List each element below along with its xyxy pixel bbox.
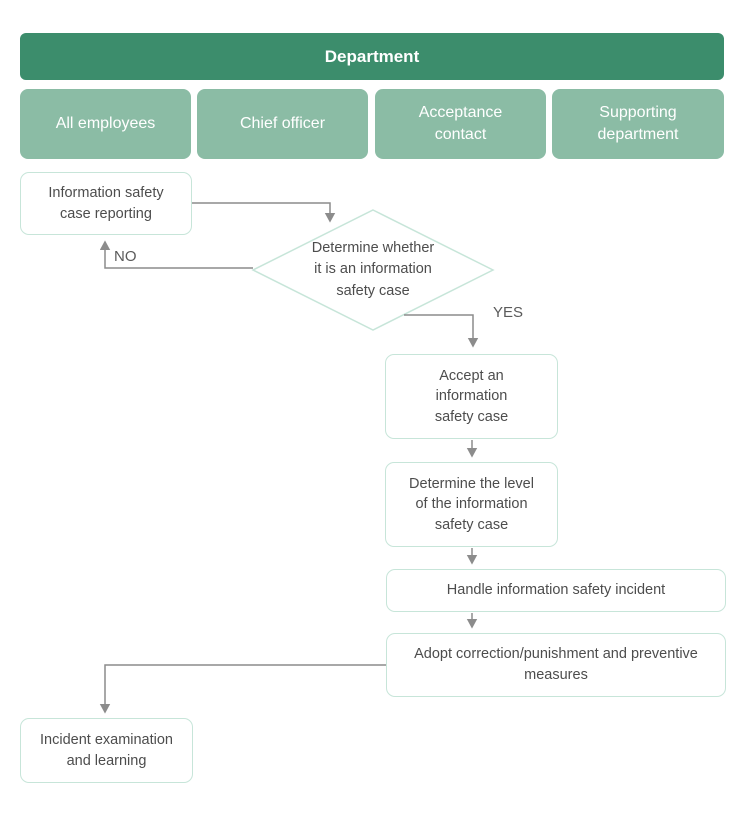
decision-diamond-shape [251,209,495,331]
node-adopt-measures: Adopt correction/punishment and preventi… [386,633,726,697]
node-adopt-label: Adopt correction/punishment and preventi… [414,646,698,683]
node-incident-label: Incident examination and learning [40,731,173,769]
node-accept-information-safety-case: Accept an information safety case [385,354,558,439]
column-chief-officer-label: Chief officer [239,115,326,133]
node-decision-determine-safety-case: Determine whether it is an information s… [283,228,463,312]
column-acceptance-contact-label: Acceptance contact [418,104,503,143]
column-chief-officer: Chief officer [197,89,368,159]
branch-label-no: NO [114,248,137,265]
department-header-label: Department [324,46,420,66]
node-information-safety-case-reporting: Information safety case reporting [20,172,192,235]
column-acceptance-contact: Acceptance contact [375,89,546,159]
column-supporting-department: Supporting department [552,89,724,159]
connector-reporting-to-decision [192,202,336,223]
node-handle-label: Handle information safety incident [446,582,666,599]
connector-adopt-to-incident [99,664,386,714]
node-accept-label: Accept an information safety case [434,367,509,425]
node-determine-level: Determine the level of the information s… [385,462,558,547]
column-all-employees: All employees [20,89,191,159]
node-handle-incident: Handle information safety incident [386,569,726,612]
column-all-employees-label: All employees [55,115,156,133]
node-reporting-label: Information safety case reporting [48,184,164,222]
branch-label-yes: YES [493,304,524,321]
department-header: Department [20,33,724,80]
node-incident-examination: Incident examination and learning [20,718,193,783]
node-level-label: Determine the level of the information s… [409,475,534,533]
connector-yes-decision-to-accept [404,314,479,348]
connector-no-decision-to-reporting [99,240,253,269]
node-decision-label: Determine whether it is an information s… [311,240,435,299]
column-supporting-department-label: Supporting department [597,104,679,143]
